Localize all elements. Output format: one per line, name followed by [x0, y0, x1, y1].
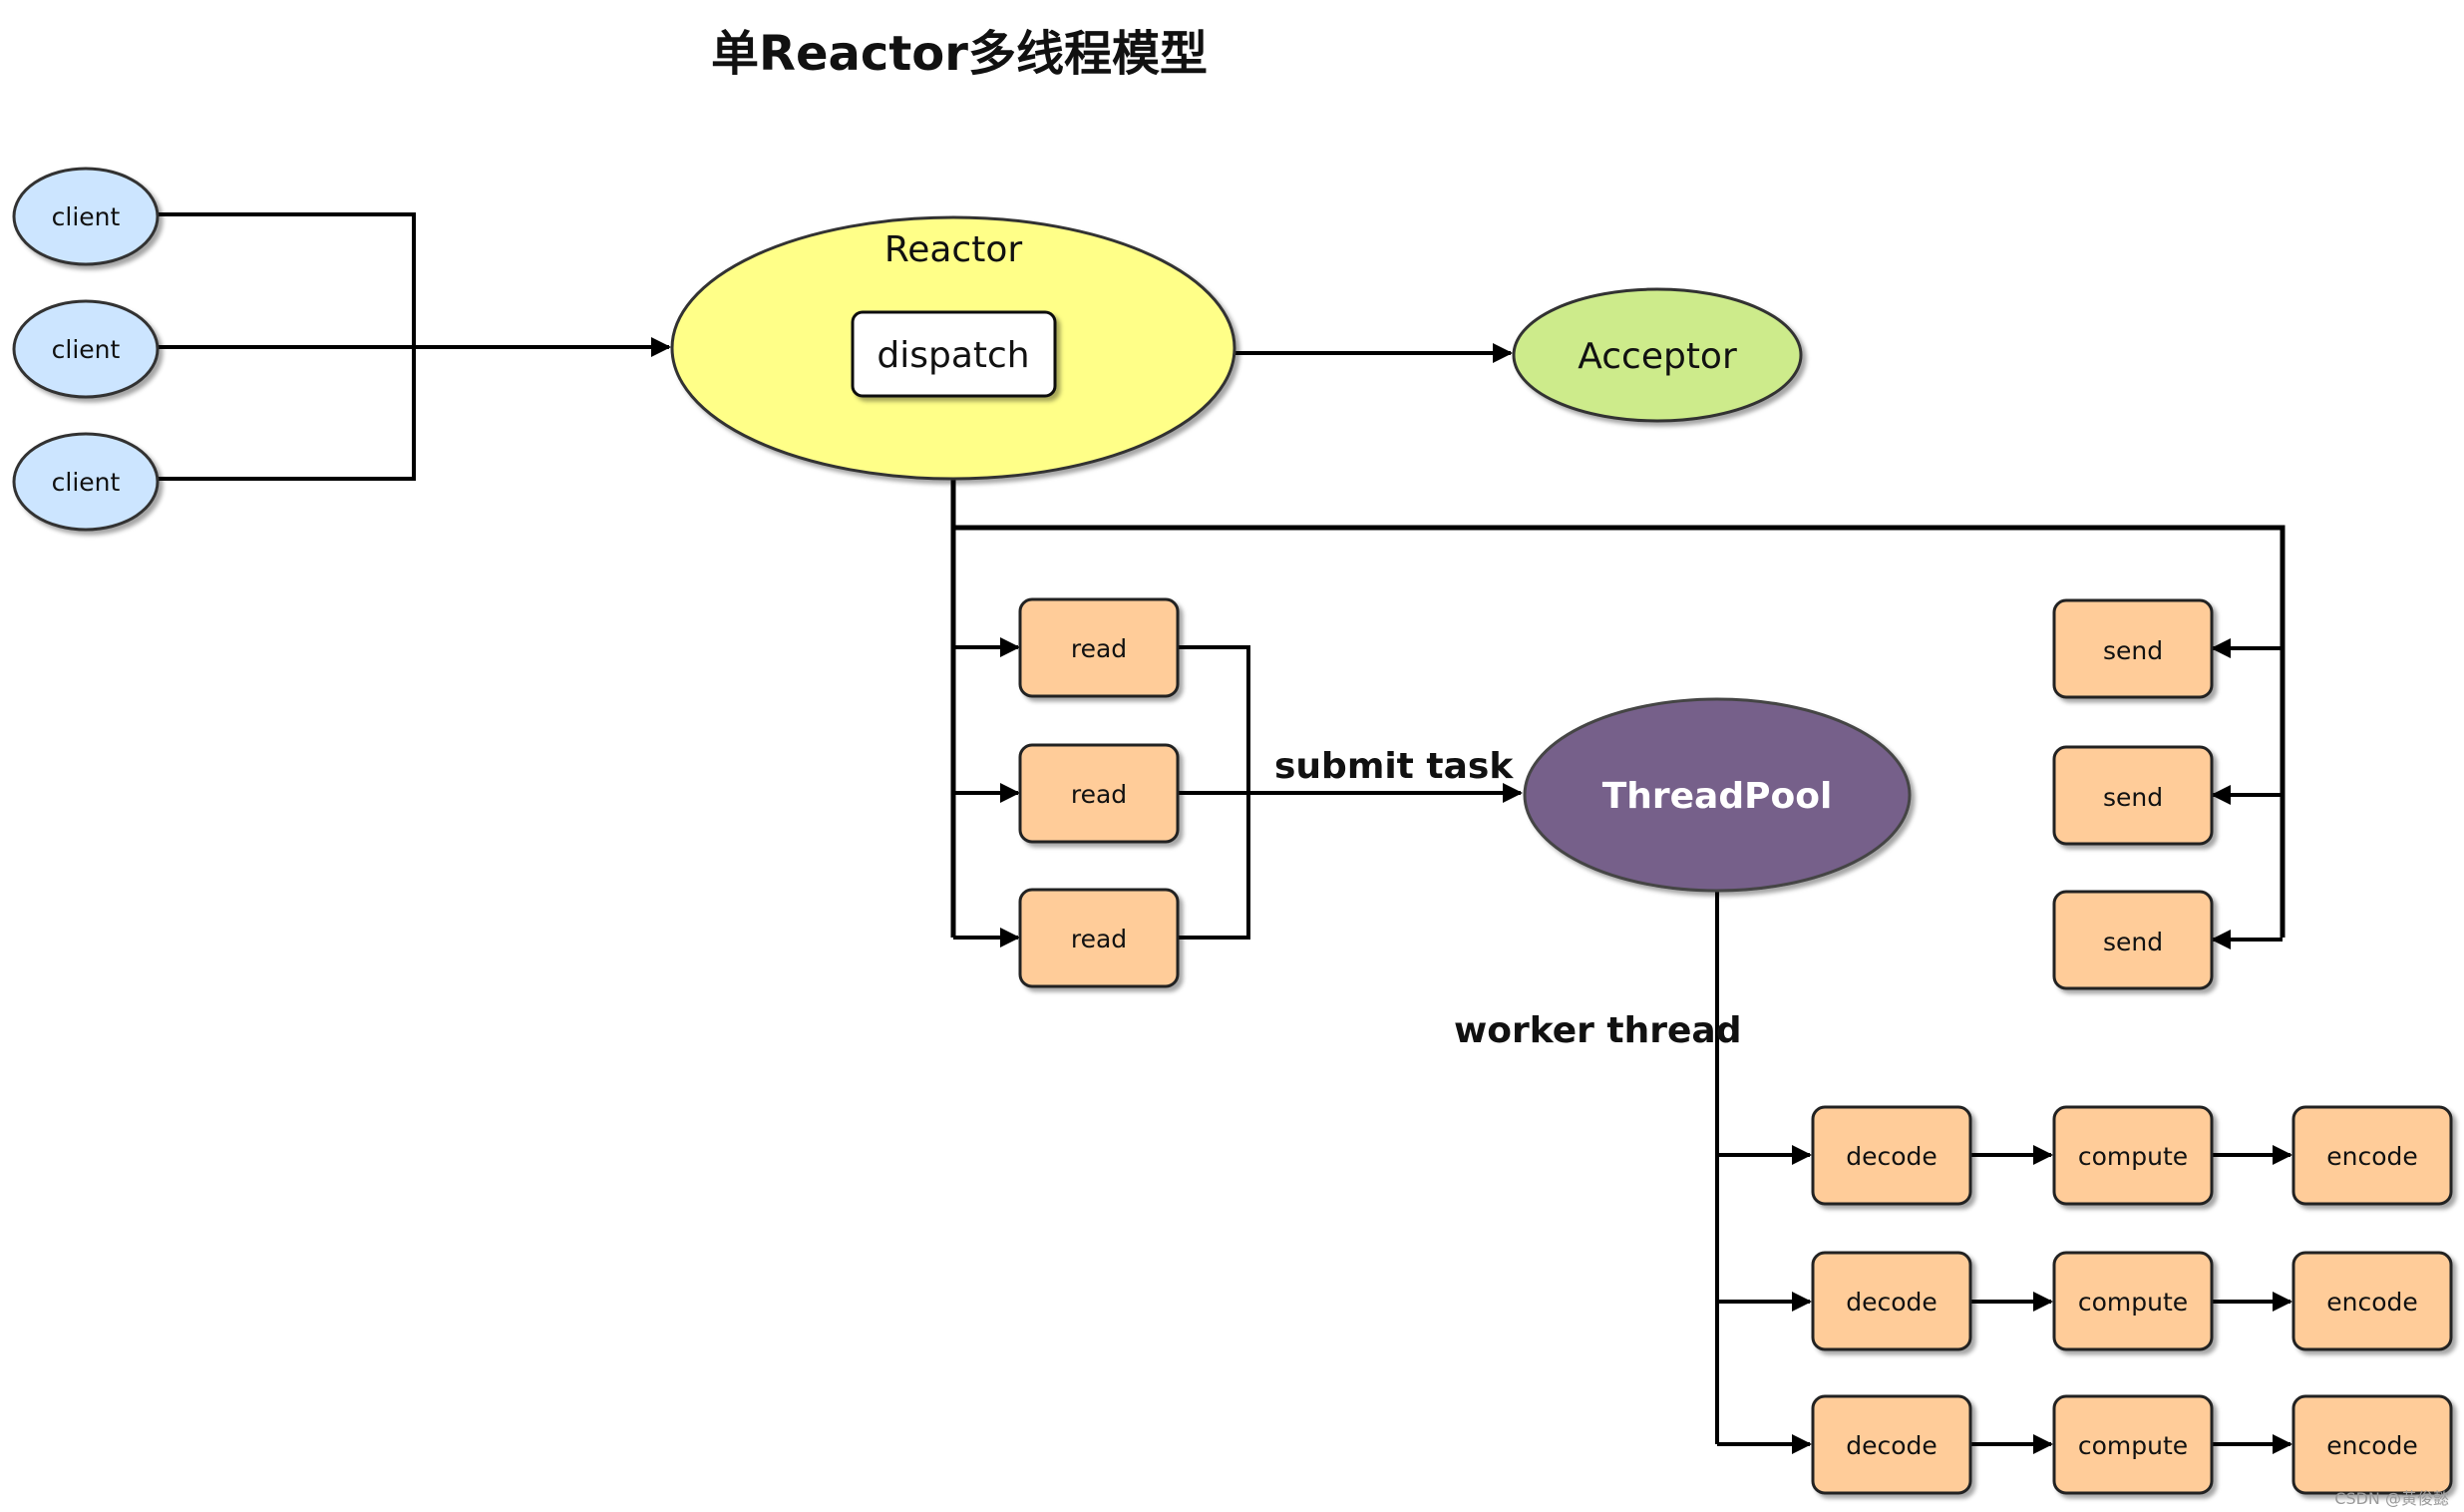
- threadpool-label: ThreadPool: [1602, 776, 1833, 817]
- send-label: send: [2103, 928, 2163, 956]
- read-label: read: [1071, 780, 1127, 809]
- reactor-label: Reactor: [884, 229, 1023, 270]
- client-node-1: client: [12, 167, 160, 266]
- send-label: send: [2103, 636, 2163, 665]
- decode-box-3: decode: [1811, 1394, 1972, 1495]
- compute-box-2: compute: [2052, 1251, 2214, 1351]
- worker-thread-label: worker thread: [1454, 1010, 1742, 1051]
- read-label: read: [1071, 634, 1127, 663]
- compute-label: compute: [2078, 1142, 2188, 1171]
- client-label: client: [52, 202, 121, 231]
- decode-box-1: decode: [1811, 1105, 1972, 1206]
- client-node-2: client: [12, 299, 160, 399]
- read-box-2: read: [1018, 743, 1180, 844]
- decode-label: decode: [1846, 1142, 1937, 1171]
- send-box-1: send: [2052, 598, 2214, 699]
- send-box-3: send: [2052, 890, 2214, 990]
- encode-box-3: encode: [2291, 1394, 2453, 1495]
- send-box-2: send: [2052, 745, 2214, 846]
- decode-label: decode: [1846, 1431, 1937, 1460]
- client-3-connector: [157, 347, 416, 481]
- client-label: client: [52, 335, 121, 364]
- acceptor-node: Acceptor: [1512, 287, 1803, 423]
- client-node-3: client: [12, 432, 160, 532]
- read-box-1: read: [1018, 597, 1180, 698]
- encode-box-1: encode: [2291, 1105, 2453, 1206]
- encode-label: encode: [2326, 1431, 2418, 1460]
- compute-box-1: compute: [2052, 1105, 2214, 1206]
- acceptor-label: Acceptor: [1578, 336, 1737, 377]
- compute-label: compute: [2078, 1431, 2188, 1460]
- send-bus-top: [953, 525, 2286, 938]
- dispatch-node: dispatch: [851, 310, 1057, 398]
- client-label: client: [52, 468, 121, 497]
- compute-box-3: compute: [2052, 1394, 2214, 1495]
- decode-label: decode: [1846, 1288, 1937, 1317]
- watermark-text: CSDN @黄俊懿: [2334, 1489, 2449, 1508]
- compute-label: compute: [2078, 1288, 2188, 1317]
- dispatch-label: dispatch: [877, 335, 1029, 376]
- encode-box-2: encode: [2291, 1251, 2453, 1351]
- client-1-connector: [157, 212, 416, 347]
- threadpool-node: ThreadPool: [1523, 697, 1912, 893]
- send-label: send: [2103, 783, 2163, 812]
- submit-task-label: submit task: [1274, 746, 1514, 787]
- diagram-title: 单Reactor多线程模型: [711, 26, 1208, 82]
- decode-box-2: decode: [1811, 1251, 1972, 1351]
- encode-label: encode: [2326, 1142, 2418, 1171]
- encode-label: encode: [2326, 1288, 2418, 1317]
- read-box-3: read: [1018, 888, 1180, 988]
- read-label: read: [1071, 925, 1127, 953]
